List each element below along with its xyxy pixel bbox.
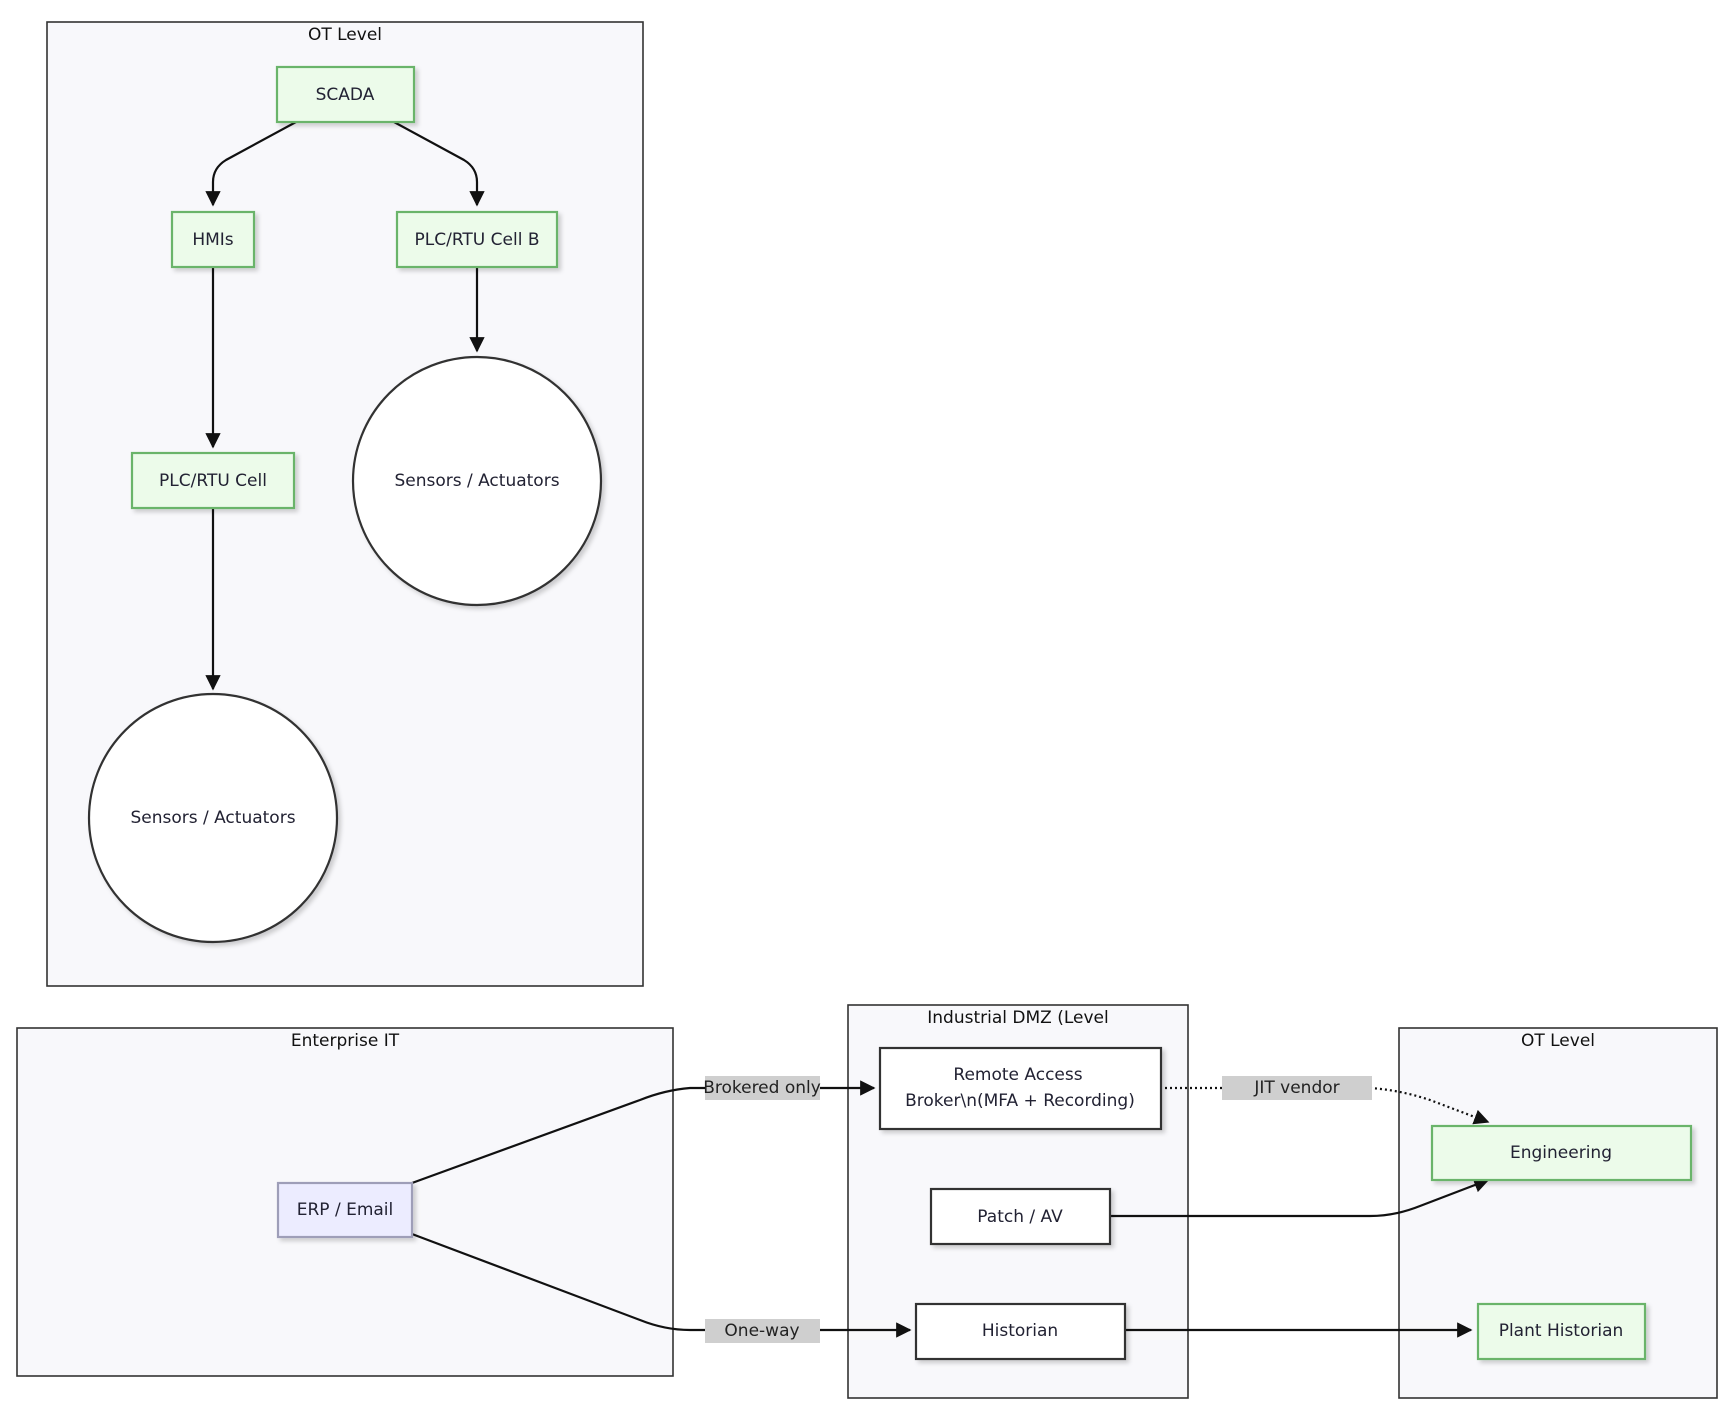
node-label: HMIs: [192, 230, 233, 250]
cluster-title: OT Level: [308, 25, 382, 45]
node-engineering[interactable]: Engineering: [1430, 1124, 1693, 1182]
node-label: Broker\n(MFA + Recording): [905, 1091, 1135, 1111]
cluster-title: OT Level: [1521, 1031, 1595, 1051]
node-label: Sensors / Actuators: [130, 808, 295, 828]
node-patch-av[interactable]: Patch / AV: [929, 1187, 1112, 1246]
node-label: Plant Historian: [1499, 1321, 1624, 1341]
edge-label-text: Brokered only: [703, 1078, 821, 1098]
node-plc-rtu-cell-b[interactable]: PLC/RTU Cell B: [395, 210, 559, 269]
node-hmis[interactable]: HMIs: [170, 210, 256, 269]
node-sensors-actuators[interactable]: Sensors / Actuators: [87, 692, 339, 944]
node-label: Historian: [982, 1321, 1058, 1341]
edge-label-one-way: One-way: [705, 1319, 820, 1343]
node-label: ERP / Email: [297, 1200, 394, 1220]
node-plant-historian[interactable]: Plant Historian: [1476, 1302, 1647, 1361]
edge-label-brokered-only: Brokered only: [703, 1076, 821, 1100]
edge-erp-historian: [411, 1232, 912, 1338]
node-sensors-actuators-b[interactable]: Sensors / Actuators: [351, 355, 603, 607]
edge-scada-hmis: [205, 121, 297, 207]
node-erp-email[interactable]: ERP / Email: [276, 1181, 414, 1239]
node-scada[interactable]: SCADA: [275, 65, 416, 124]
node-remote-access-broker[interactable]: Remote Access Broker\n(MFA + Recording): [878, 1046, 1163, 1131]
node-label: Remote Access: [953, 1065, 1082, 1085]
node-label: Engineering: [1510, 1143, 1612, 1163]
node-label: SCADA: [316, 85, 375, 105]
node-historian[interactable]: Historian: [914, 1302, 1127, 1361]
edge-label-text: JIT vendor: [1253, 1078, 1339, 1098]
edge-label-text: One-way: [724, 1321, 799, 1341]
cluster-title: Industrial DMZ (Level: [927, 1008, 1108, 1028]
edge-patch-engineering: [1109, 1177, 1490, 1218]
cluster-title: Enterprise IT: [291, 1031, 400, 1051]
node-label: PLC/RTU Cell B: [415, 230, 540, 250]
node-label: Patch / AV: [977, 1207, 1063, 1227]
edge-label-jit-vendor: JIT vendor: [1222, 1076, 1372, 1100]
node-label: Sensors / Actuators: [394, 471, 559, 491]
node-label: PLC/RTU Cell: [159, 471, 267, 491]
edge-scada-plc-b: [393, 121, 485, 207]
cluster-enterprise-it: Enterprise IT: [16, 1027, 674, 1377]
edge-erp-remote: [411, 1080, 876, 1185]
node-plc-rtu-cell[interactable]: PLC/RTU Cell: [130, 451, 296, 510]
